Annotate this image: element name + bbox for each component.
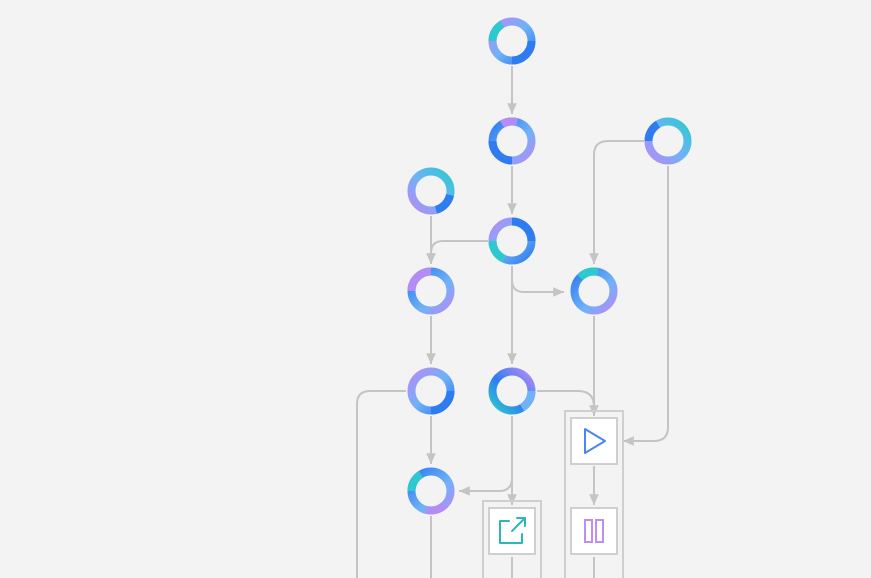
node-n4[interactable] <box>407 267 455 315</box>
ring-node-icon <box>488 367 536 415</box>
ring-segment <box>430 390 455 415</box>
ring-segment <box>499 117 519 128</box>
ring-nodes <box>407 17 692 515</box>
external-link-icon <box>499 517 526 544</box>
pause-icon <box>584 519 604 543</box>
ring-segment <box>426 502 447 515</box>
ring-segment <box>488 240 506 263</box>
node-n10[interactable] <box>644 117 692 165</box>
play-box <box>570 417 618 465</box>
node-n5[interactable] <box>570 267 618 315</box>
node-pause[interactable] <box>570 507 618 555</box>
node-n3[interactable] <box>488 217 536 265</box>
node-n1[interactable] <box>488 17 536 65</box>
ring-segment <box>488 20 505 42</box>
node-n7[interactable] <box>407 167 455 215</box>
node-play[interactable] <box>570 417 618 465</box>
pause-box <box>570 507 618 555</box>
edge-n10-n5 <box>589 140 644 264</box>
ring-segment <box>644 120 661 142</box>
ring-segment <box>511 217 536 242</box>
edge-n10-play <box>623 166 669 446</box>
edge-n8-offscreen <box>356 390 406 578</box>
node-n6[interactable] <box>488 367 536 415</box>
group-frames <box>482 410 624 578</box>
ring-segment <box>488 140 513 165</box>
group-frame-export <box>482 500 542 578</box>
ring-node-icon <box>644 117 692 165</box>
ring-segment <box>519 390 536 412</box>
ring-segment <box>434 193 454 214</box>
node-export[interactable] <box>488 507 536 555</box>
ring-segment <box>511 40 536 65</box>
play-icon <box>584 428 606 454</box>
node-n9[interactable] <box>407 467 455 515</box>
ring-segment <box>407 470 424 492</box>
edges-layer <box>356 66 669 578</box>
edge-n6-n9 <box>459 416 513 496</box>
node-n8[interactable] <box>407 367 455 415</box>
group-frame-play-pause <box>564 410 624 578</box>
ring-segment <box>577 267 599 281</box>
edge-n3-n5 <box>511 266 564 297</box>
edge-n3-n4 <box>426 240 488 264</box>
node-n2[interactable] <box>488 117 536 165</box>
ring-node-icon <box>407 167 455 215</box>
ring-segment <box>407 267 432 292</box>
